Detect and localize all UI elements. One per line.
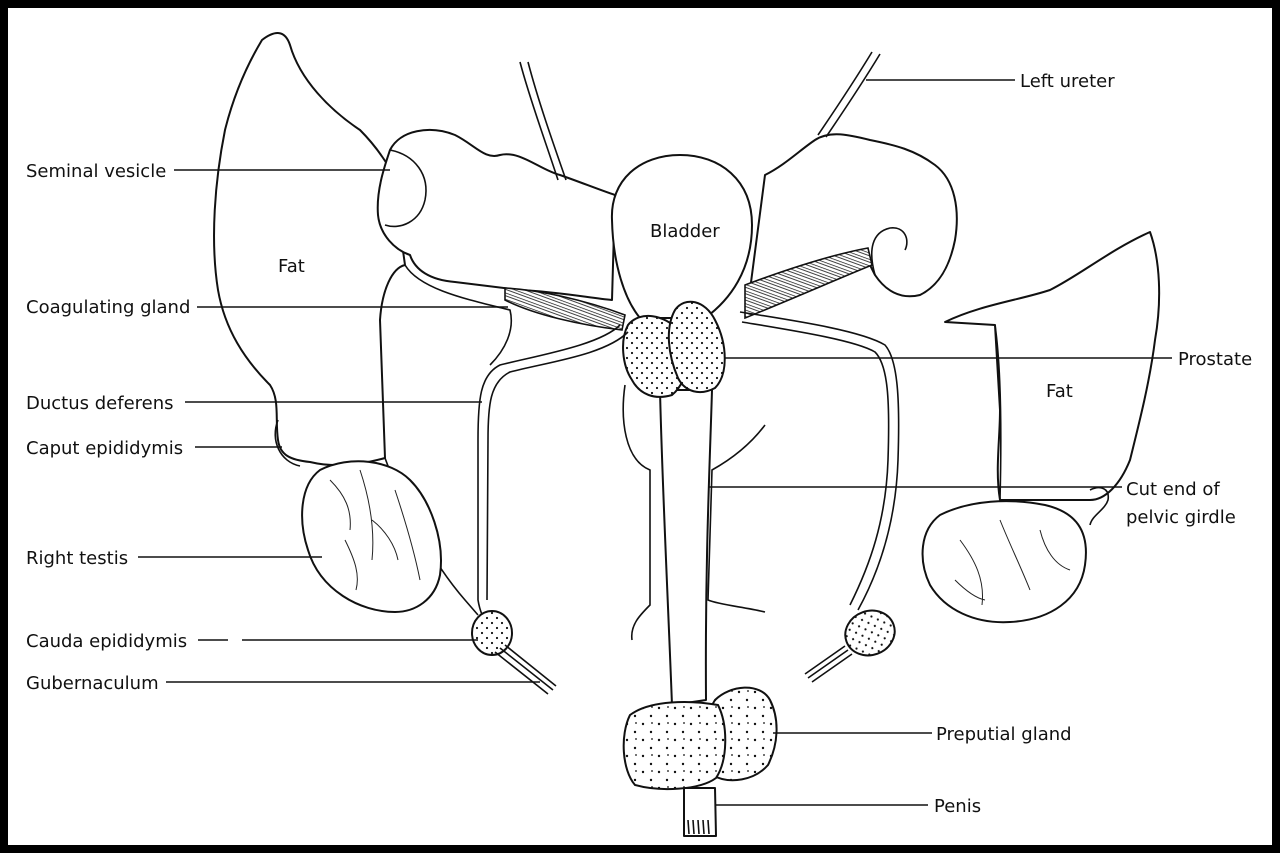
preputial-gland-left — [624, 702, 726, 789]
right-testis — [302, 461, 441, 612]
label-cut-end-line1: Cut end of — [1126, 479, 1220, 500]
label-gubernaculum: Gubernaculum — [26, 673, 159, 694]
ductus-deferens-right-inner — [742, 322, 889, 605]
fat-right — [945, 232, 1159, 500]
label-prostate: Prostate — [1178, 349, 1252, 370]
label-penis: Penis — [934, 796, 981, 817]
fat-left — [214, 33, 405, 465]
prostate-right-lobe — [669, 302, 725, 392]
label-preputial-gland: Preputial gland — [936, 724, 1072, 745]
ureter-left-line-a — [818, 52, 872, 135]
label-fat-left: Fat — [278, 256, 305, 277]
urethra — [660, 390, 712, 705]
ureter-left-line-b — [826, 54, 880, 137]
ductus-deferens-left-inner — [487, 332, 628, 600]
cauda-epididymis-left — [472, 611, 512, 655]
anatomy-diagram: Left ureter Seminal vesicle Fat Bladder … — [8, 8, 1272, 845]
pelvic-girdle-left — [623, 385, 650, 640]
label-cauda-epididymis: Cauda epididymis — [26, 631, 187, 652]
ductus-deferens-right-outer — [740, 312, 899, 610]
gubernaculum-left — [495, 645, 556, 694]
label-coagulating-gland: Coagulating gland — [26, 297, 190, 318]
label-left-ureter: Left ureter — [1020, 71, 1115, 92]
pelvic-girdle-right — [708, 425, 765, 612]
label-seminal-vesicle: Seminal vesicle — [26, 161, 166, 182]
left-testis — [923, 501, 1086, 622]
ductus-deferens-left-outer — [478, 325, 620, 625]
label-caput-epididymis: Caput epididymis — [26, 438, 183, 459]
gubernaculum-right — [805, 646, 852, 682]
diagram-frame: Left ureter Seminal vesicle Fat Bladder … — [8, 8, 1272, 845]
label-fat-right: Fat — [1046, 381, 1073, 402]
label-ductus-deferens: Ductus deferens — [26, 393, 174, 414]
label-cut-end-line2: pelvic girdle — [1126, 507, 1236, 528]
label-bladder: Bladder — [650, 221, 720, 242]
cauda-epididymis-right — [839, 604, 901, 662]
label-right-testis: Right testis — [26, 548, 128, 569]
